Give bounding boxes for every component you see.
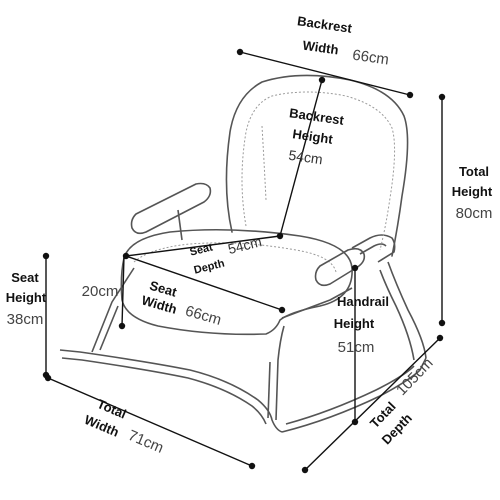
total-height-dot-bottom bbox=[438, 319, 446, 327]
front-frame-leg-inner bbox=[267, 361, 271, 419]
total-depth-line bbox=[304, 337, 441, 471]
total-width-dot-right bbox=[248, 462, 256, 470]
seat-cushion-seam bbox=[133, 242, 337, 273]
armrest-left-post bbox=[177, 209, 183, 241]
side-frame-right-inner bbox=[379, 269, 415, 361]
backrest-height-line bbox=[279, 79, 323, 237]
seat-width-value: 66cm bbox=[183, 302, 223, 328]
total-height-title: Total bbox=[459, 164, 489, 179]
handrail-frame-right-inner bbox=[359, 243, 387, 255]
rocker-frame-left bbox=[59, 349, 283, 433]
backrest-width-line bbox=[239, 51, 411, 96]
cushion-thickness-line bbox=[121, 255, 125, 327]
side-frame-left bbox=[91, 267, 135, 353]
handrail-height-value: 51cm bbox=[338, 339, 375, 356]
cushion-thickness-value: 20cm bbox=[82, 283, 119, 300]
backrest-width-dot-left bbox=[236, 48, 244, 56]
backrest-width-dot-right bbox=[406, 91, 414, 99]
seat-width-dot-right bbox=[278, 306, 286, 314]
total-height-dot-top bbox=[438, 93, 446, 101]
handrail-height-subtitle: Height bbox=[334, 316, 375, 331]
seat-cushion bbox=[120, 228, 353, 336]
seat-width-title: Seat bbox=[148, 278, 179, 300]
rocker-frame-left-inner bbox=[61, 357, 267, 425]
seat-height-subtitle: Height bbox=[6, 290, 47, 305]
handrail-height-title: Handrail bbox=[337, 294, 389, 309]
backrest-height-subtitle: Height bbox=[292, 126, 335, 147]
seat-width-line bbox=[125, 255, 283, 311]
total-width-dot-left bbox=[44, 374, 52, 382]
seat-depth-subtitle: Depth bbox=[193, 257, 226, 276]
backrest-width-title: Backrest bbox=[296, 13, 353, 36]
armrest-left bbox=[130, 182, 212, 235]
seat-height-title: Seat bbox=[11, 270, 39, 285]
backrest-center-seam bbox=[261, 125, 267, 201]
seat-height-dot-top bbox=[42, 252, 50, 260]
backrest-width-subtitle: Width bbox=[302, 38, 340, 58]
total-width-value: 71cm bbox=[126, 427, 166, 457]
dimension-lines bbox=[42, 48, 446, 474]
handrail-height-dot-top bbox=[351, 264, 359, 272]
backrest-height-value: 54cm bbox=[288, 147, 324, 168]
total-height-subtitle: Height bbox=[452, 184, 493, 199]
cushion-thickness-dot-bottom bbox=[118, 322, 126, 330]
dimension-labels: Backrest Width 66cm Backrest Height 54cm… bbox=[6, 13, 493, 457]
front-frame-leg bbox=[275, 325, 285, 421]
side-frame-left-inner bbox=[99, 305, 119, 351]
total-depth-dot-top bbox=[436, 334, 444, 342]
seat-depth-value: 54cm bbox=[226, 233, 263, 257]
seat-height-value: 38cm bbox=[7, 311, 44, 328]
seat-depth-title: Seat bbox=[189, 241, 215, 258]
total-width-line bbox=[47, 377, 253, 467]
total-depth-dot-bottom bbox=[301, 466, 309, 474]
backrest-height-title: Backrest bbox=[288, 105, 345, 128]
handrail-frame-right bbox=[351, 234, 396, 263]
rocker-frame-right-inner bbox=[285, 365, 415, 425]
total-height-value: 80cm bbox=[456, 205, 493, 222]
side-frame-right bbox=[387, 261, 427, 359]
backrest-width-value: 66cm bbox=[351, 47, 390, 69]
seat-depth-line bbox=[125, 235, 281, 257]
